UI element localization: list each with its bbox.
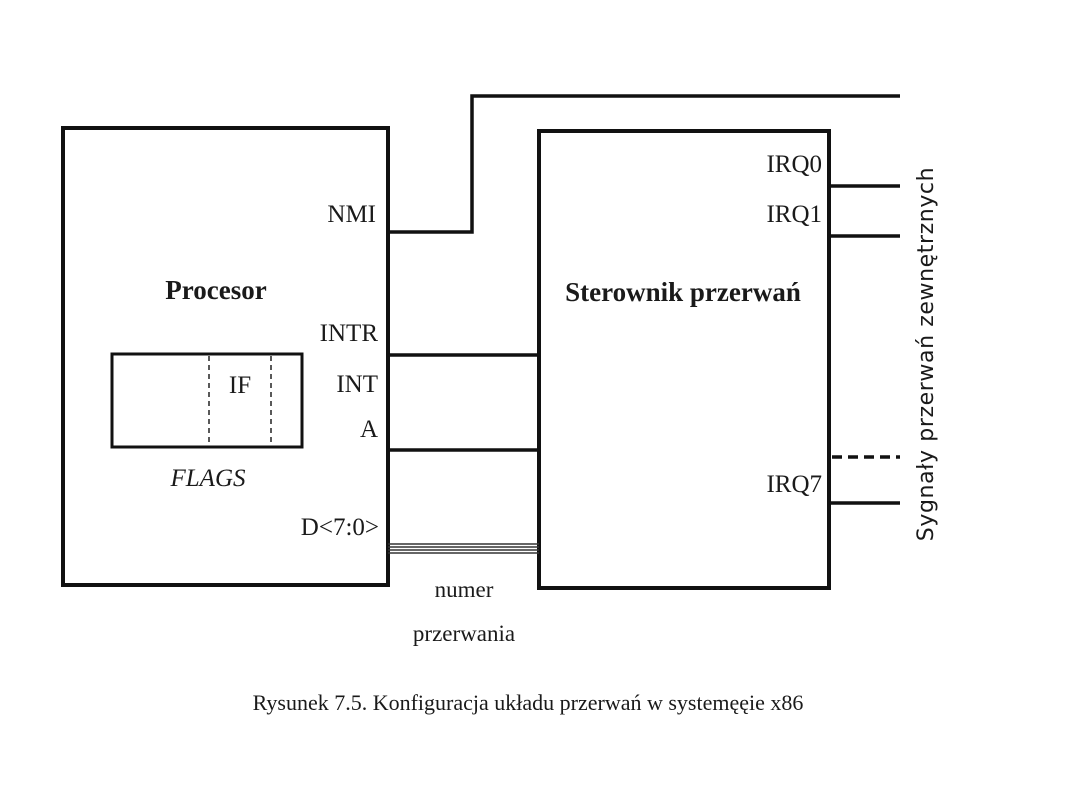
flags-if-field-label: IF [229, 372, 251, 399]
data-bus [388, 543, 539, 554]
interrupt-controller-title: Sterownik przerwań [565, 277, 801, 307]
pin-int-label: INT [336, 371, 378, 398]
pin-nmi-label: NMI [327, 201, 376, 228]
pin-data-label: D<7:0> [301, 514, 379, 541]
pin-a-label: A [360, 416, 378, 443]
pin-irq0-label: IRQ0 [766, 151, 822, 178]
pin-irq7-label: IRQ7 [766, 471, 822, 498]
flags-register-box [110, 352, 304, 449]
processor-title: Procesor [165, 275, 266, 305]
interrupt-controller-box [537, 129, 831, 590]
pin-irq1-label: IRQ1 [766, 201, 822, 228]
external-signals-label: Sygnały przerwań zewnętrznych [914, 167, 939, 541]
flags-register-label: FLAGS [170, 465, 247, 492]
bus-label-line2: przerwania [413, 621, 515, 646]
figure-caption: Rysunek 7.5. Konfiguracja układu przerwa… [253, 690, 804, 715]
bus-label-line1: numer [435, 577, 494, 602]
pin-intr-label: INTR [320, 320, 379, 347]
nmi-line [388, 94, 900, 234]
